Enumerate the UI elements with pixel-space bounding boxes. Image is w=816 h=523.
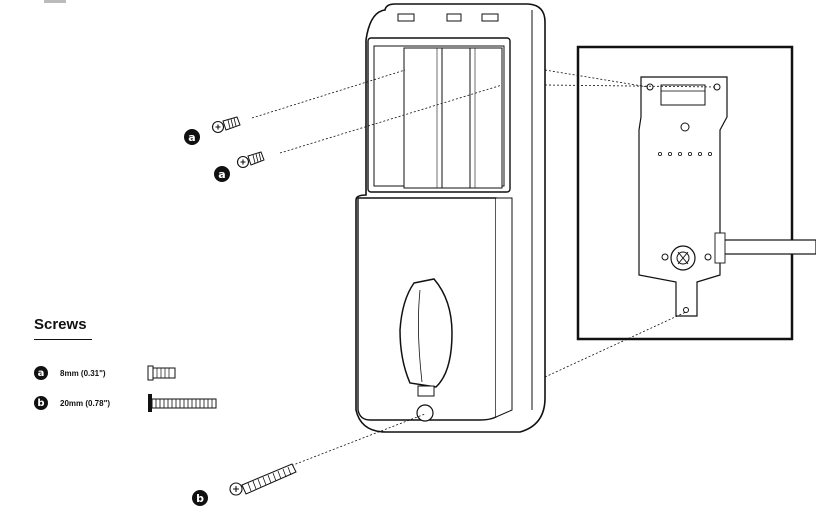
- bottom-screw-hole: [417, 405, 433, 421]
- legend-label-b: 20mm (0.78"): [60, 399, 110, 408]
- screws-legend: Screws a 8mm (0.31") b 20mm (0.78"): [34, 316, 254, 340]
- legend-label-a: 8mm (0.31"): [60, 369, 106, 378]
- svg-text:a: a: [188, 131, 195, 144]
- screw-a-lower: [238, 152, 265, 168]
- latch-bolt: [712, 240, 816, 254]
- legend-badge-a: a: [34, 366, 48, 380]
- legend-badge-b: b: [34, 396, 48, 410]
- door-panel: [578, 47, 816, 339]
- legend-screw-long: [148, 394, 216, 412]
- screw-b: [230, 464, 296, 495]
- screw-a-upper: [213, 117, 241, 133]
- callout-a-upper: a: [184, 129, 200, 145]
- top-left-mark: [44, 0, 66, 3]
- lock-body: [356, 4, 545, 432]
- svg-text:b: b: [196, 492, 204, 505]
- legend-title: Screws: [34, 316, 92, 340]
- svg-text:a: a: [218, 168, 225, 181]
- legend-item-a: a 8mm (0.31"): [34, 366, 106, 380]
- thumb-turn: [400, 279, 452, 387]
- callout-b: b: [192, 490, 208, 506]
- callout-a-lower: a: [214, 166, 230, 182]
- legend-screw-short: [148, 366, 175, 380]
- inner-slot: [404, 48, 502, 188]
- legend-item-b: b 20mm (0.78"): [34, 396, 110, 410]
